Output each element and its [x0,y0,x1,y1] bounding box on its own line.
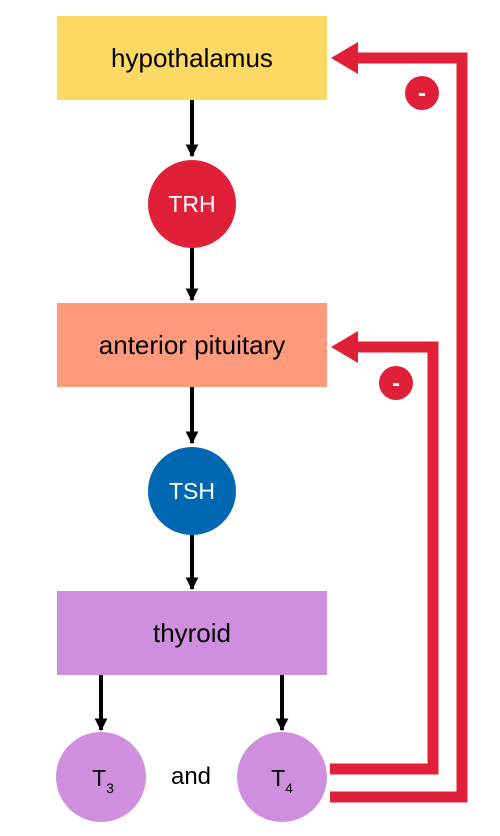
anterior-pituitary-label: anterior pituitary [99,330,285,360]
feedback-line-to-hypothalamus [330,52,468,803]
hypothalamus-label: hypothalamus [111,43,273,73]
feedback-line-to-anterior-pituitary [330,341,439,775]
feedback-arrowhead-hypothalamus [331,42,358,74]
thyroid-label: thyroid [153,618,231,648]
trh-node: TRH [148,160,236,248]
t4-letter: T [271,765,285,791]
tsh-node: TSH [148,447,236,535]
t3-node: T3 [56,732,146,822]
t3-letter: T [92,765,106,791]
inhibition-sign-anterior-pituitary: - [392,370,400,397]
feedback-loop-anterior-pituitary [330,331,439,775]
inhibition-marker-hypothalamus: - [405,76,439,110]
hypothalamus-node: hypothalamus [57,16,327,100]
inhibition-marker-anterior-pituitary: - [379,366,413,400]
feedback-arrowhead-anterior-pituitary [331,331,358,363]
inhibition-sign-hypothalamus: - [418,80,426,107]
and-connector: and [171,763,211,790]
trh-label: TRH [168,191,215,217]
tsh-label: TSH [169,478,215,504]
t4-node: T4 [237,732,327,822]
anterior-pituitary-node: anterior pituitary [57,303,327,387]
t3-label: T3 [92,765,114,796]
feedback-loop-hypothalamus [330,42,468,803]
thyroid-node: thyroid [57,591,327,675]
t3-subscript: 3 [106,780,114,796]
t4-subscript: 4 [285,780,293,796]
t4-label: T4 [271,765,293,796]
